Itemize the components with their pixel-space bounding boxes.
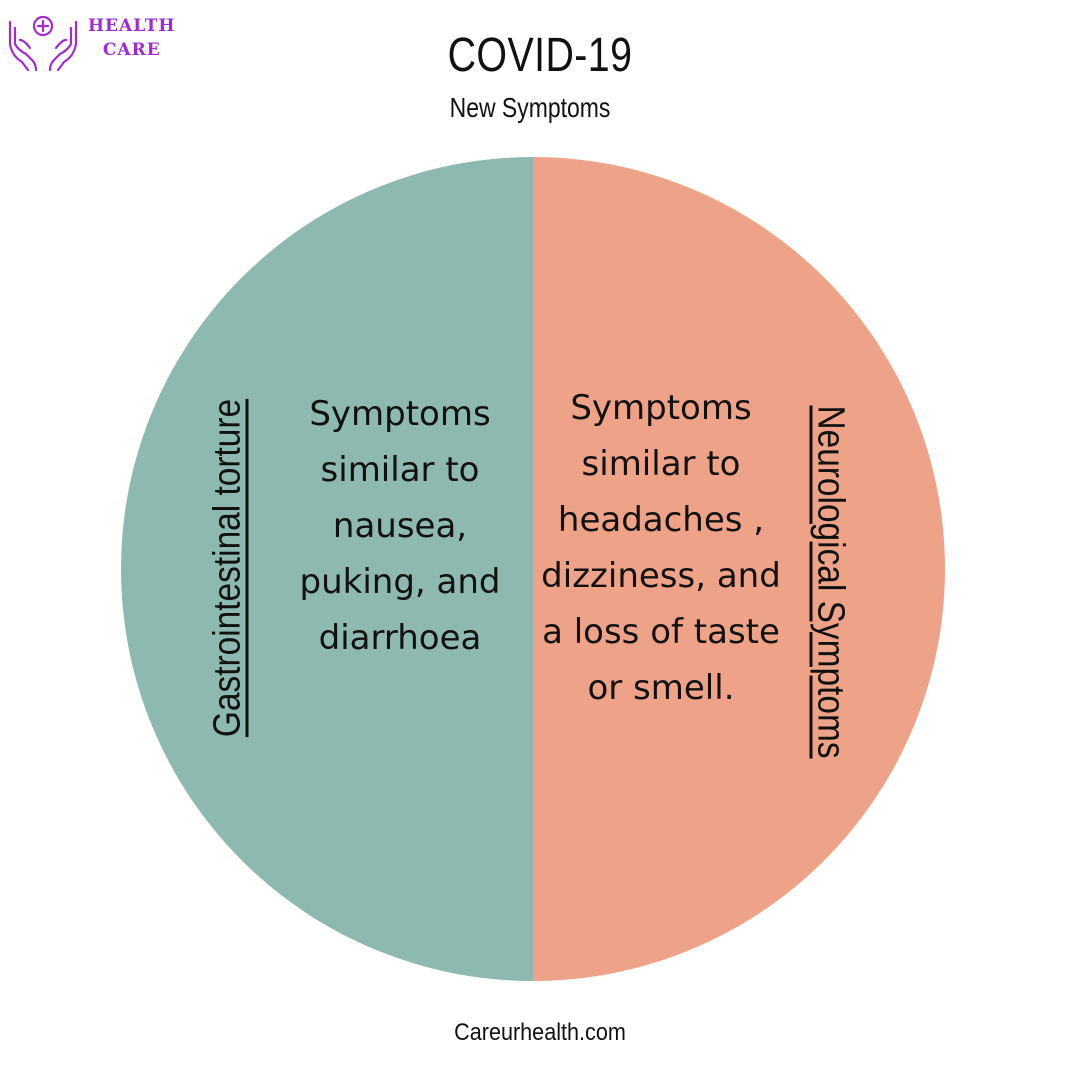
logo-line-1: HEALTH bbox=[88, 16, 176, 36]
brand-logo: HEALTH CARE bbox=[6, 10, 196, 76]
neurological-description: Symptoms similar to headaches , dizzines… bbox=[541, 388, 781, 708]
left-half-circle bbox=[121, 157, 533, 981]
right-half-circle bbox=[533, 157, 945, 981]
logo-line-2: CARE bbox=[102, 40, 161, 60]
footer-website: Careurhealth.com bbox=[454, 1019, 626, 1046]
page-title: COVID-19 bbox=[447, 29, 633, 82]
page-subtitle: New Symptoms bbox=[449, 92, 611, 123]
gastrointestinal-label: Gastrointestinal torture bbox=[206, 398, 249, 738]
neurological-label: Neurological Symptoms bbox=[809, 405, 852, 759]
hands-holding-cross-icon bbox=[8, 15, 78, 72]
logo-text: HEALTH CARE bbox=[88, 14, 176, 62]
gastrointestinal-description: Symptoms similar to nausea, puking, and … bbox=[299, 394, 501, 658]
split-circle bbox=[121, 157, 945, 981]
